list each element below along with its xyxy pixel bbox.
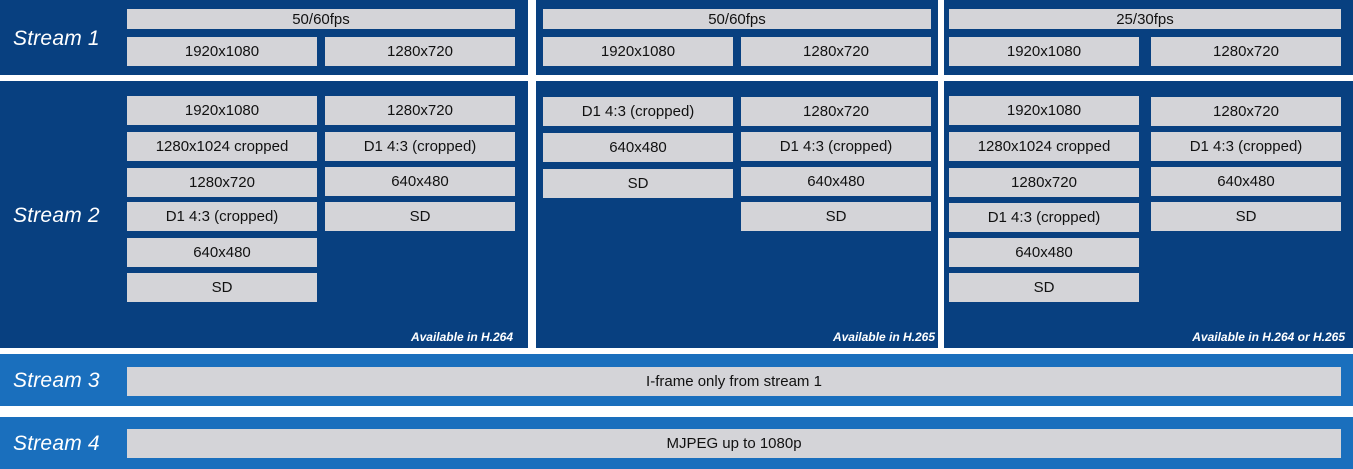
stream2-col3-right-3: 640x480: [1151, 167, 1341, 196]
stream2-col2-left-1: D1 4:3 (cropped): [543, 97, 733, 126]
stream1-col3-res1: 1920x1080: [949, 37, 1139, 66]
stream2-col2-right-1: 1280x720: [741, 97, 931, 126]
stream3-label: Stream 3: [13, 369, 100, 392]
stream2-col3-right-2: D1 4:3 (cropped): [1151, 132, 1341, 161]
stream1-col3-res2: 1280x720: [1151, 37, 1341, 66]
stream2-col3-left-5: 640x480: [949, 238, 1139, 267]
stream2-label: Stream 2: [13, 204, 100, 227]
stream2-col1-left-5: 640x480: [127, 238, 317, 267]
stream2-col1-left-4: D1 4:3 (cropped): [127, 202, 317, 231]
stream2-col3-left-6: SD: [949, 273, 1139, 302]
stream2-col3-left-3: 1280x720: [949, 168, 1139, 197]
stream2-col2-left-2: 640x480: [543, 133, 733, 162]
stream2-col2-right-2: D1 4:3 (cropped): [741, 132, 931, 161]
stream2-col2-right-3: 640x480: [741, 167, 931, 196]
stream1-col3-fps: 25/30fps: [949, 9, 1341, 29]
stream4-description: MJPEG up to 1080p: [127, 429, 1341, 458]
stream2-col2-right-4: SD: [741, 202, 931, 231]
stream2-col3-right-4: SD: [1151, 202, 1341, 231]
stream2-col3-right-1: 1280x720: [1151, 97, 1341, 126]
stream2-col1-left-2: 1280x1024 cropped: [127, 132, 317, 161]
stream4-label: Stream 4: [13, 432, 100, 455]
stream2-col1-left-1: 1920x1080: [127, 96, 317, 125]
stream2-col2-left-3: SD: [543, 169, 733, 198]
stream2-col1-right-4: SD: [325, 202, 515, 231]
stream2-col3-left-2: 1280x1024 cropped: [949, 132, 1139, 161]
stream1-col2-res1: 1920x1080: [543, 37, 733, 66]
stream2-col1-note: Available in H.264: [410, 330, 513, 344]
stream1-col2-fps: 50/60fps: [543, 9, 931, 29]
stream2-col1-right-3: 640x480: [325, 167, 515, 196]
stream2-col3-left-4: D1 4:3 (cropped): [949, 203, 1139, 232]
stream2-col1-left-6: SD: [127, 273, 317, 302]
stream2-col3-left-1: 1920x1080: [949, 96, 1139, 125]
stream1-col1-fps: 50/60fps: [127, 9, 515, 29]
stream1-col1-res1: 1920x1080: [127, 37, 317, 66]
stream1-label: Stream 1: [13, 27, 100, 50]
stream2-col1-right-2: D1 4:3 (cropped): [325, 132, 515, 161]
stream2-col2-note: Available in H.265: [832, 330, 935, 344]
stream2-col1-left-3: 1280x720: [127, 168, 317, 197]
stream3-description: I-frame only from stream 1: [127, 367, 1341, 396]
stream2-col1-right-1: 1280x720: [325, 96, 515, 125]
stream2-col3-note: Available in H.264 or H.265: [1192, 330, 1345, 344]
stream1-col1-res2: 1280x720: [325, 37, 515, 66]
stream1-col2-res2: 1280x720: [741, 37, 931, 66]
